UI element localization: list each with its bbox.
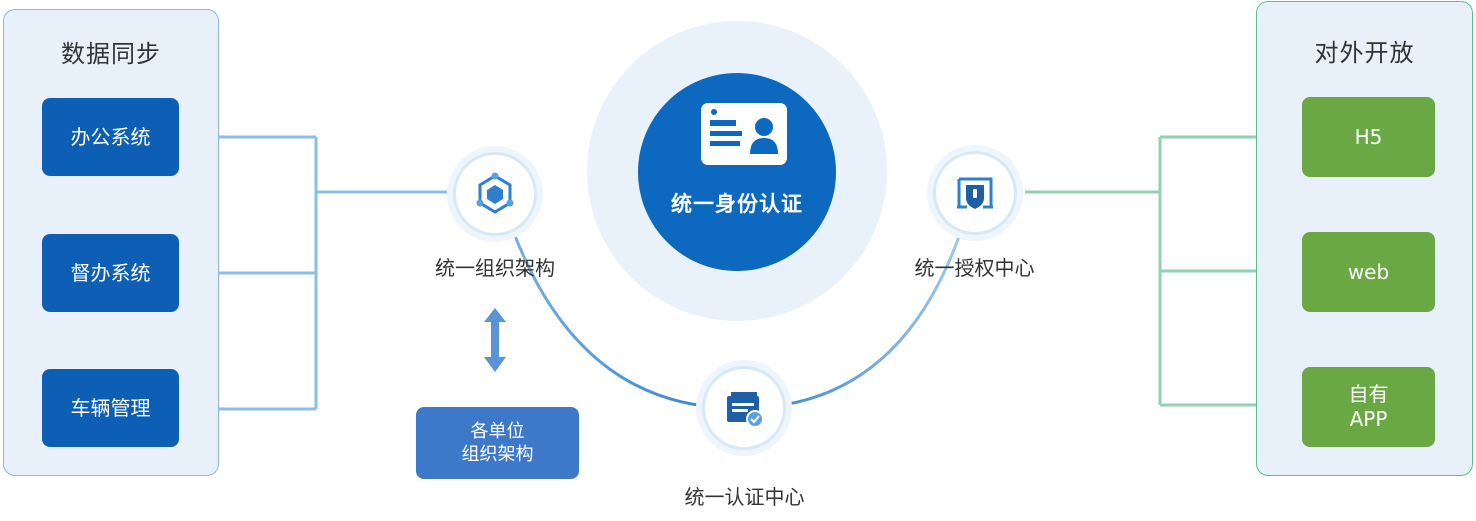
org-structure-label: 统一组织架构 bbox=[435, 256, 555, 280]
id-card-icon bbox=[701, 103, 787, 165]
supervision-system-label: 督办系统 bbox=[70, 260, 151, 285]
supervision-system-box[interactable]: 督办系统 bbox=[42, 234, 179, 312]
web-label: web bbox=[1347, 259, 1390, 284]
org-structure-node[interactable] bbox=[453, 152, 537, 236]
hexagon-network-icon bbox=[476, 172, 514, 214]
certificate-check-icon bbox=[727, 392, 764, 428]
unit-box-line2: 组织架构 bbox=[461, 444, 534, 465]
h5-label: H5 bbox=[1354, 124, 1383, 149]
certification-center-node[interactable] bbox=[702, 366, 786, 450]
own-app-box[interactable]: 自有 APP bbox=[1302, 367, 1435, 447]
shield-lock-icon bbox=[957, 177, 993, 209]
office-system-box[interactable]: 办公系统 bbox=[42, 98, 179, 176]
authorization-center-node[interactable] bbox=[933, 151, 1017, 235]
own-app-label-line2: APP bbox=[1349, 407, 1388, 431]
unit-box-line1: 各单位 bbox=[470, 420, 525, 442]
h5-box[interactable]: H5 bbox=[1302, 97, 1435, 177]
certification-center-label: 统一认证中心 bbox=[684, 485, 805, 509]
core-label: 统一身份认证 bbox=[671, 192, 803, 216]
open-access-title: 对外开放 bbox=[1314, 39, 1415, 67]
data-sync-title: 数据同步 bbox=[61, 40, 161, 68]
vehicle-management-box[interactable]: 车辆管理 bbox=[42, 369, 179, 447]
authorization-center-label: 统一授权中心 bbox=[914, 256, 1035, 280]
own-app-label-line1: 自有 bbox=[1348, 382, 1389, 406]
unit-org-structure-box[interactable]: 各单位 组织架构 bbox=[416, 407, 579, 479]
web-box[interactable]: web bbox=[1302, 232, 1435, 312]
vehicle-management-label: 车辆管理 bbox=[70, 395, 151, 420]
left-bracket-lines bbox=[186, 135, 450, 411]
double-arrow-vertical-icon bbox=[484, 308, 506, 372]
office-system-label: 办公系统 bbox=[70, 124, 151, 149]
